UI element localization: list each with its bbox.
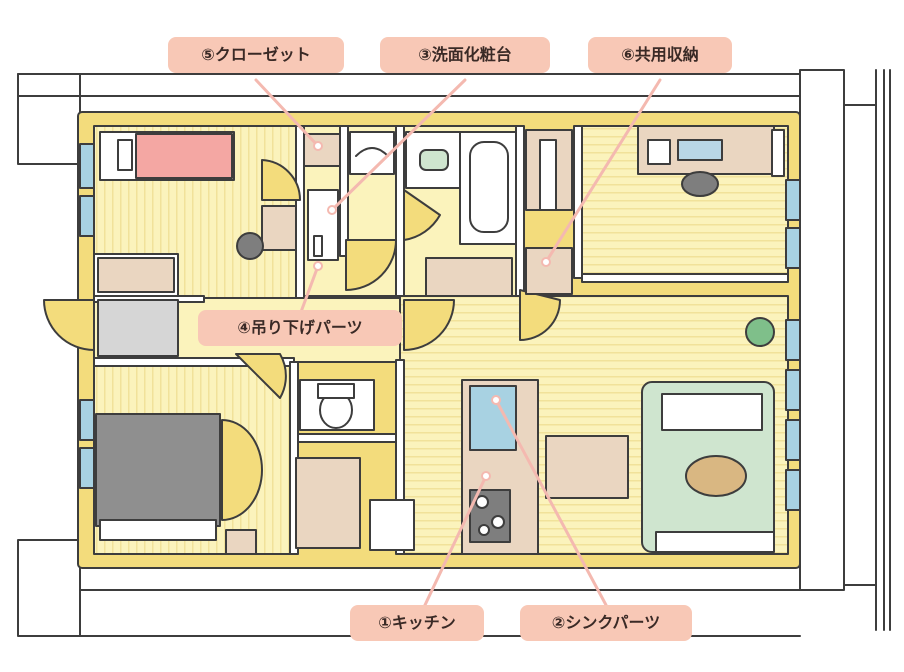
toilet-room [295,379,415,551]
leader-dots [313,141,551,481]
callout-shared-storage: ⑥共用収納 [588,37,732,73]
callout-kitchen: ①キッチン [350,605,484,641]
bedroom2-furniture [95,413,257,555]
callout-hanging-parts: ④吊り下げパーツ [198,310,402,346]
bath-area [349,131,517,297]
doors [43,159,561,521]
callout-sink-parts: ②シンクパーツ [520,605,692,641]
bedroom-furniture [97,131,341,357]
desk-area [637,125,785,347]
leader-lines [254,78,662,607]
callout-vanity: ③洗面化粧台 [380,37,550,73]
dining-living [545,381,775,553]
windows [79,143,801,511]
callout-closet: ⑤クローゼット [168,37,344,73]
